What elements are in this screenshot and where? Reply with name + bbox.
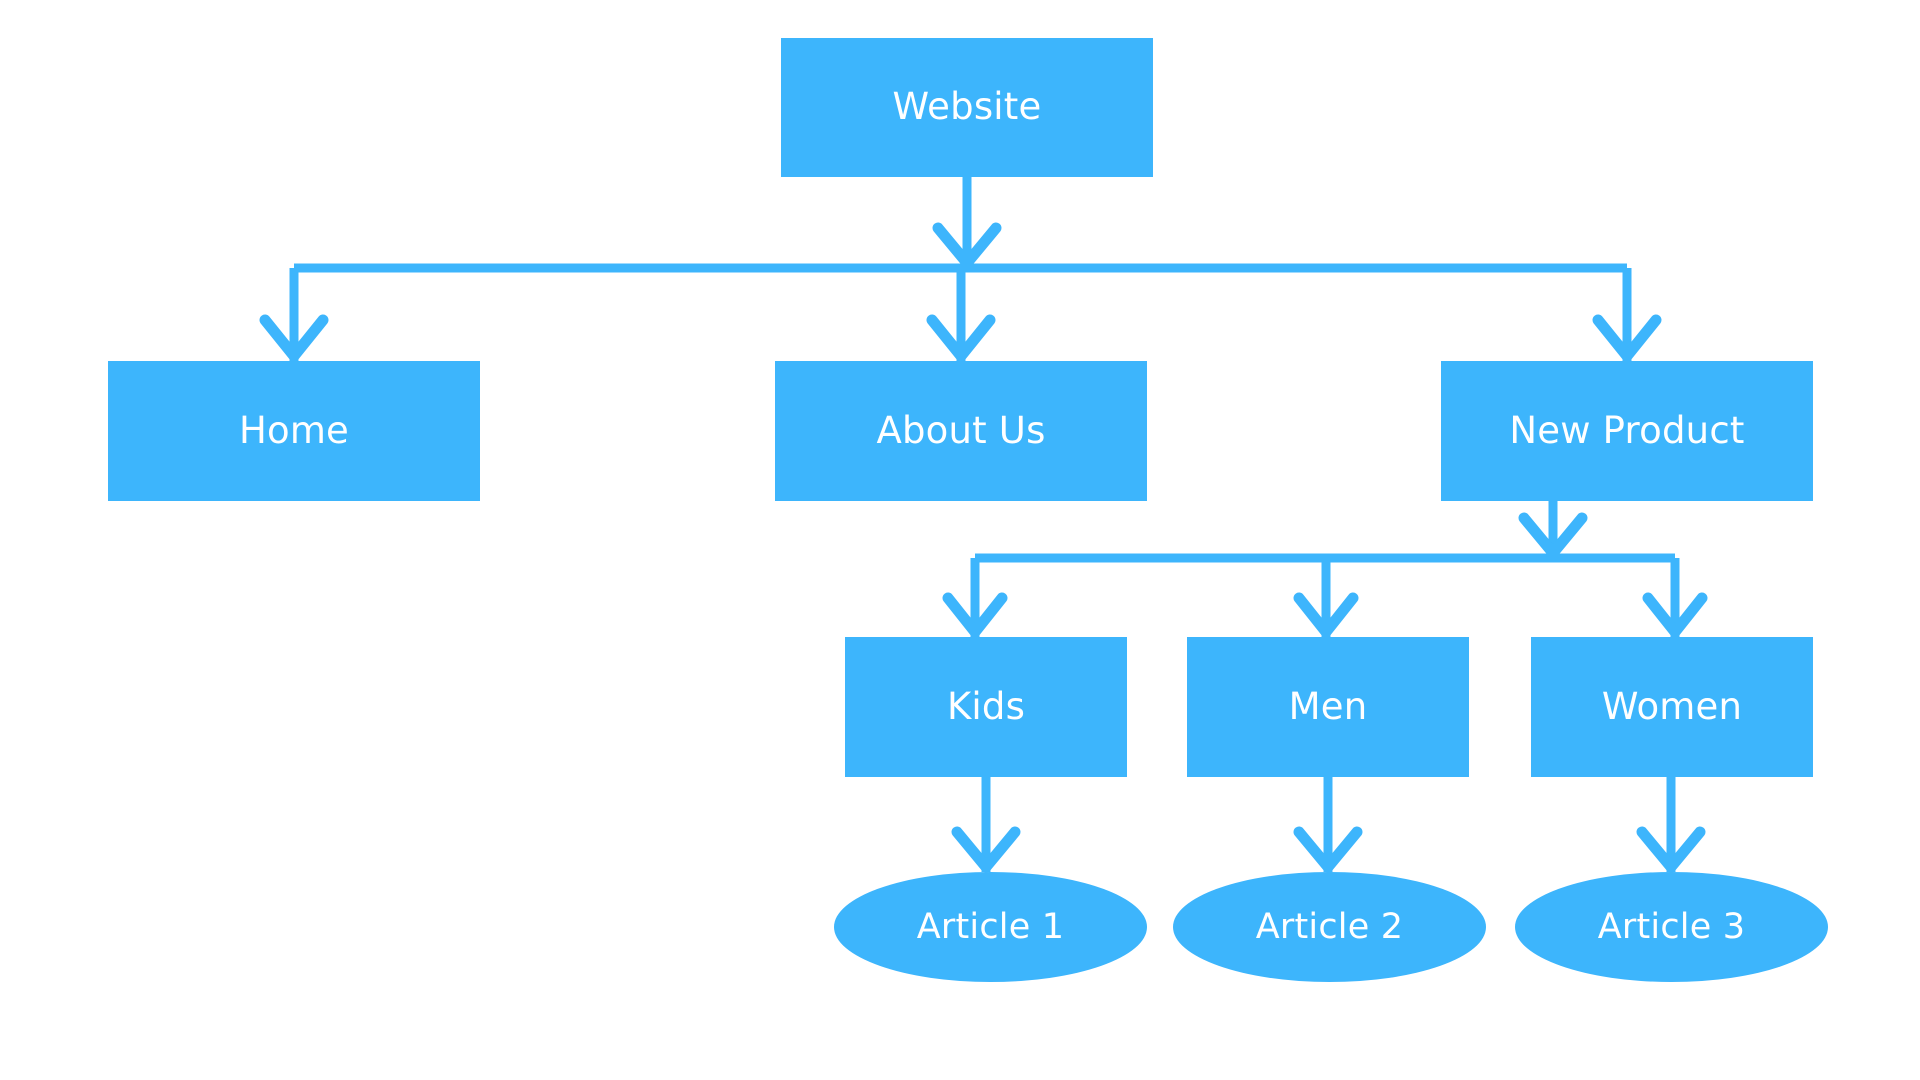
node-website[interactable]: Website xyxy=(781,38,1153,177)
node-website-label: Website xyxy=(892,85,1042,129)
node-about-us-label: About Us xyxy=(876,408,1046,452)
edge-kids-article-1-arrowhead xyxy=(951,826,1021,873)
edge-new-product-stem-arrowhead xyxy=(1518,512,1588,559)
node-men-label: Men xyxy=(1288,684,1368,728)
edge-website-about-us-arrowhead xyxy=(926,314,996,362)
edge-website-new-product-arrowhead xyxy=(1592,314,1662,362)
edge-website-stem-arrowhead xyxy=(932,222,1002,269)
node-kids-label: Kids xyxy=(946,684,1026,728)
node-article-3-label: Article 3 xyxy=(1597,906,1746,947)
edge-new-product-women-arrowhead xyxy=(1642,592,1708,638)
edge-men-article-2-arrowhead xyxy=(1293,826,1363,873)
node-women-label: Women xyxy=(1601,684,1743,728)
node-article-3[interactable]: Article 3 xyxy=(1515,872,1828,982)
node-home[interactable]: Home xyxy=(108,361,480,501)
edge-women-article-3-arrowhead xyxy=(1636,826,1706,873)
node-home-label: Home xyxy=(238,408,350,452)
node-new-product-label: New Product xyxy=(1509,408,1745,452)
node-article-1-label: Article 1 xyxy=(916,906,1065,947)
node-article-1[interactable]: Article 1 xyxy=(834,872,1147,982)
node-article-2[interactable]: Article 2 xyxy=(1173,872,1486,982)
edge-new-product-men-arrowhead xyxy=(1293,592,1359,638)
node-men[interactable]: Men xyxy=(1187,637,1469,777)
node-new-product[interactable]: New Product xyxy=(1441,361,1813,501)
node-article-2-label: Article 2 xyxy=(1255,906,1404,947)
node-kids[interactable]: Kids xyxy=(845,637,1127,777)
edge-new-product-kids-arrowhead xyxy=(942,592,1008,638)
edge-website-home-arrowhead xyxy=(259,314,329,362)
node-about-us[interactable]: About Us xyxy=(775,361,1147,501)
node-women[interactable]: Women xyxy=(1531,637,1813,777)
